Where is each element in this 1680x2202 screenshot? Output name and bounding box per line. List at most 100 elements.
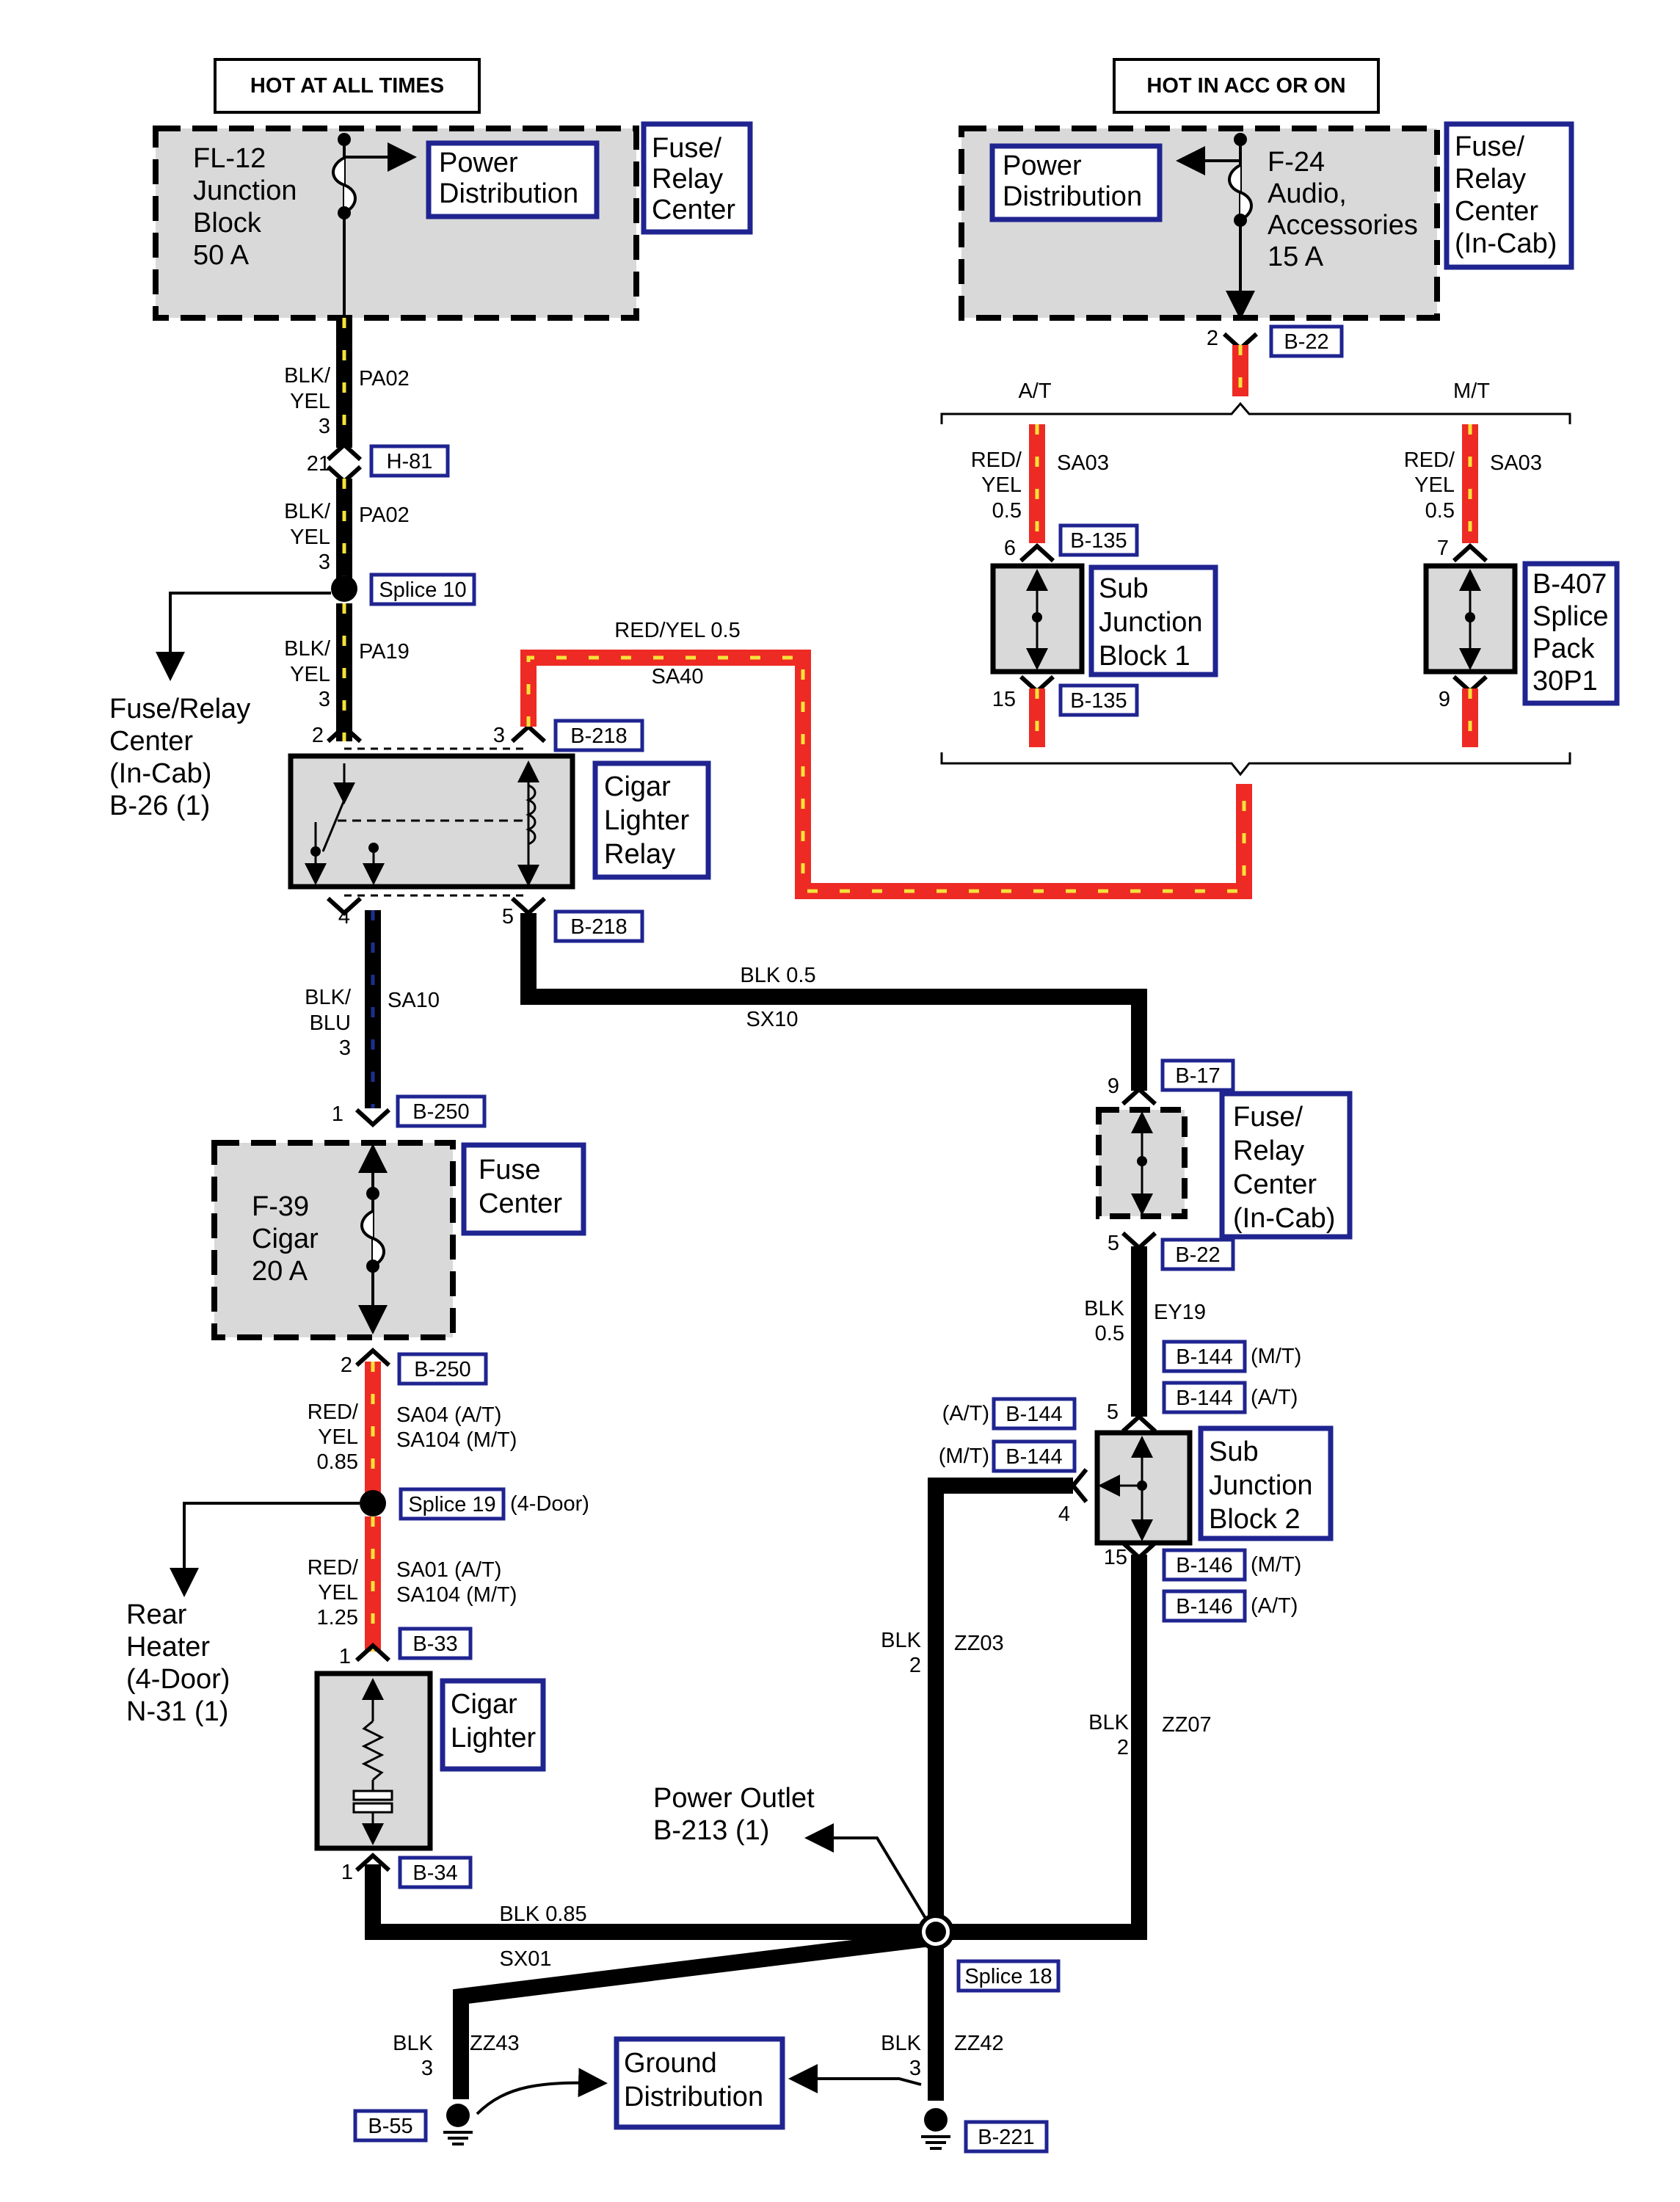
component-label: Fuse xyxy=(479,1155,540,1185)
wire-color-label: YEL xyxy=(290,390,330,413)
pin-number: 21 xyxy=(307,452,330,476)
component-label: Block 1 xyxy=(1099,641,1190,672)
fl12-junction-block: FL-12 Junction Block 50 A xyxy=(153,126,639,321)
wire-sx01: BLK 0.85 SX01 xyxy=(365,1864,936,1971)
b407-splice-pack: 7 9 xyxy=(1423,537,1518,747)
connector-label: B-135 xyxy=(1070,689,1127,713)
wire-circuit-label: EY19 xyxy=(1154,1301,1206,1324)
reference-label: (In-Cab) xyxy=(109,758,211,789)
f39-line: 20 A xyxy=(252,1256,308,1287)
cigar-lighter-label: Cigar Lighter xyxy=(440,1678,546,1772)
connector-b250-bottom: 2 B-250 xyxy=(341,1347,488,1386)
connector-b144-mt-right: B-144 (M/T) xyxy=(1162,1340,1301,1373)
connector-label: B-22 xyxy=(1284,330,1328,354)
component-label: B-407 xyxy=(1532,569,1607,600)
component-label: Distribution xyxy=(624,2082,763,2112)
component-label: Lighter xyxy=(604,805,690,836)
wire-color-label: 1.25 xyxy=(317,1606,358,1629)
sub-junction-block-1-label: Sub Junction Block 1 xyxy=(1088,564,1218,677)
wire-circuit-label: ZZ43 xyxy=(470,2032,520,2055)
connector-b218-top: B-218 xyxy=(553,719,644,752)
f24-line: Accessories xyxy=(1268,210,1418,241)
reference-label: B-213 (1) xyxy=(653,1815,769,1846)
wire-sa04: RED/ YEL 0.85 SA04 (A/T) SA104 (M/T) xyxy=(308,1362,517,1499)
wire-color-label: RED/ xyxy=(308,1400,359,1424)
wire-zz07: BLK 2 ZZ07 xyxy=(947,1555,1212,1940)
transmission-label: A/T xyxy=(1018,379,1051,403)
connector-label: B-33 xyxy=(412,1632,457,1656)
wire-sx10: BLK 0.5 SX10 xyxy=(520,913,1147,1091)
pin-number: 5 xyxy=(1107,1400,1119,1424)
component-label: Cigar xyxy=(451,1689,517,1720)
header-hot-in-acc-or-on: HOT IN ACC OR ON xyxy=(1113,58,1380,114)
component-label: Block 2 xyxy=(1209,1504,1301,1535)
pin-number: 9 xyxy=(1439,688,1450,711)
wire-sa03-mt: RED/ YEL 0.5 SA03 xyxy=(1404,424,1542,543)
ground-distribution-label: Ground Distribution xyxy=(614,2036,785,2130)
connector-label: B-146 xyxy=(1176,1554,1232,1577)
connector-label: B-218 xyxy=(570,724,627,748)
f39-line: F-39 xyxy=(252,1191,309,1222)
connector-label: B-34 xyxy=(412,1861,457,1885)
f39-line: Cigar xyxy=(252,1224,319,1254)
wire-circuit-label: SX01 xyxy=(500,1947,552,1971)
header-label: HOT AT ALL TIMES xyxy=(250,74,444,98)
connector-label: B-144 xyxy=(1006,1403,1062,1426)
pin-number: 1 xyxy=(341,1861,353,1884)
wire-color-label: BLK/ xyxy=(284,364,331,388)
fl12-line: Block xyxy=(193,208,262,239)
connector-b33: 1 B-33 xyxy=(339,1627,473,1668)
connector-h81: 21 H-81 xyxy=(307,441,450,485)
location-label: Center xyxy=(1455,196,1538,227)
transmission-bracket-top: A/T M/T xyxy=(940,379,1571,424)
wire-color-label: 0.5 xyxy=(1095,1322,1124,1345)
reference-label: (4-Door) xyxy=(126,1664,230,1695)
wire-color-label: 3 xyxy=(319,688,330,711)
connector-b146-mt: B-146 (M/T) xyxy=(1162,1548,1301,1582)
connector-b144-at-right: B-144 (A/T) xyxy=(1162,1381,1298,1414)
pin-number: 2 xyxy=(341,1353,352,1377)
pin-number: 9 xyxy=(1108,1075,1119,1098)
wire-color-label: BLU xyxy=(310,1011,351,1035)
wire-circuit-label: SA104 (M/T) xyxy=(396,1428,517,1452)
wire-color-label: 3 xyxy=(319,415,330,438)
pin-number: 1 xyxy=(339,1645,351,1668)
sub-junction-block-1: 6 B-135 15 B-135 xyxy=(990,523,1139,747)
splice-19: Splice 19 (4-Door) xyxy=(170,1487,589,1597)
pin-number: 5 xyxy=(1108,1232,1119,1255)
wire-color-label: YEL xyxy=(318,1425,358,1449)
component-label: Splice xyxy=(1532,601,1609,632)
connector-b22-top: 2 B-22 xyxy=(1207,324,1344,358)
wire-color-label: BLK xyxy=(393,2032,433,2055)
fuse-center-label: Fuse Center xyxy=(461,1142,586,1236)
wire-circuit-label: SX10 xyxy=(746,1008,799,1031)
f24-line: Audio, xyxy=(1268,178,1347,209)
location-label: Fuse/ xyxy=(652,133,721,164)
wire-sa40: RED/YEL 0.5 SA40 xyxy=(520,619,1252,899)
connector-note: (A/T) xyxy=(1251,1594,1298,1618)
wire-color-label: 3 xyxy=(421,2057,433,2080)
connector-b34: 1 B-34 xyxy=(341,1852,473,1889)
component-label: Pack xyxy=(1532,633,1595,664)
wire-zz43: BLK 3 ZZ43 xyxy=(393,1930,937,2099)
wire-color-label: 0.5 xyxy=(1425,499,1455,523)
component-label: Relay xyxy=(604,839,675,870)
connector-note: (M/T) xyxy=(1251,1553,1301,1577)
connector-note: (A/T) xyxy=(1251,1386,1298,1409)
wire-zz03: BLK 2 ZZ03 xyxy=(881,1478,1073,1932)
cigar-lighter-relay: 2 3 4 5 xyxy=(288,723,575,929)
connector-b22-mid: 5 B-22 xyxy=(1108,1231,1235,1271)
connector-label: H-81 xyxy=(387,450,433,473)
wire-ey19: BLK 0.5 EY19 xyxy=(1084,1246,1206,1417)
power-distribution-label: Power xyxy=(439,148,518,178)
fl12-power-distribution-box: Power Distribution xyxy=(426,140,600,219)
connector-note: (M/T) xyxy=(939,1445,989,1468)
connector-b250-top: 1 B-250 xyxy=(332,1094,487,1128)
connector-label: B-22 xyxy=(1175,1243,1220,1267)
location-label: Relay xyxy=(652,164,723,195)
component-label: Junction xyxy=(1209,1470,1313,1501)
pin-number: 2 xyxy=(312,724,324,747)
component-label: Fuse/ xyxy=(1233,1102,1303,1133)
reference-label: Center xyxy=(109,726,193,757)
splice-label: Splice 18 xyxy=(964,1965,1052,1988)
